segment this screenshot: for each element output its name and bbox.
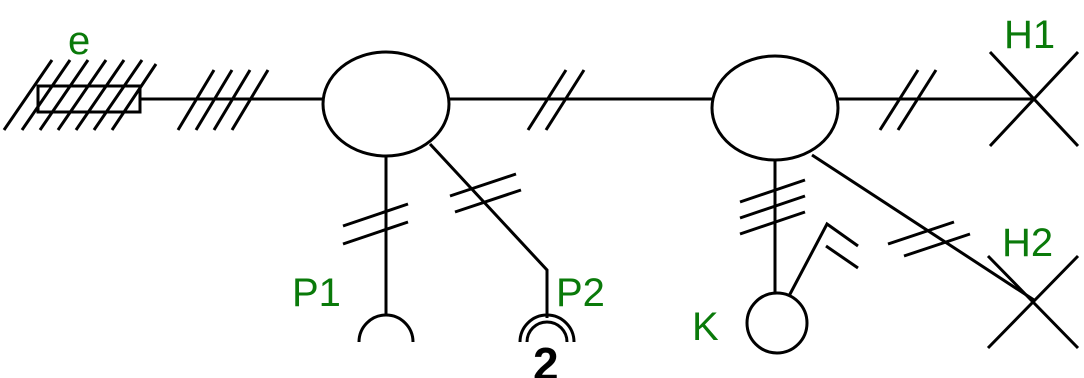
tick-mark — [739, 194, 806, 220]
source-hatch — [74, 59, 126, 131]
node-2 — [710, 54, 840, 162]
cross-stroke — [988, 50, 1080, 148]
cross-stroke — [986, 254, 1080, 350]
switch-arm — [787, 221, 859, 297]
h1-terminal-cross — [988, 50, 1080, 148]
line-node2-to-h2 — [811, 153, 1035, 302]
tick-mark — [887, 220, 955, 246]
tick-marks-4 — [176, 69, 270, 131]
label-p1: P1 — [292, 271, 341, 315]
tick-mark — [739, 178, 806, 204]
p1-half-circle — [357, 313, 415, 343]
tick-marks-2 — [887, 220, 971, 258]
tick-mark — [212, 69, 252, 131]
source-hatch — [110, 63, 158, 131]
label-h1: H1 — [1004, 13, 1055, 57]
line-node1-to-p2 — [428, 142, 549, 318]
tick-mark — [449, 172, 517, 198]
tick-mark — [342, 220, 409, 246]
tick-mark — [230, 69, 270, 131]
tick-mark — [903, 232, 971, 258]
tick-mark — [739, 210, 806, 236]
source-hatch — [2, 59, 54, 131]
tick-marks-2 — [878, 69, 938, 131]
tick-mark — [342, 202, 409, 228]
tick-marks-2 — [449, 172, 522, 214]
label-two: 2 — [533, 338, 559, 378]
tick-mark — [454, 188, 522, 214]
switch-arm-tick — [825, 244, 859, 270]
tick-marks-3 — [739, 178, 806, 236]
tick-marks-2 — [342, 202, 409, 246]
tick-mark — [526, 69, 568, 131]
tick-mark — [194, 69, 234, 131]
source-hatch — [92, 59, 144, 131]
label-p2: P2 — [556, 271, 605, 315]
tick-mark — [544, 69, 586, 131]
k-switch-arm — [787, 221, 859, 297]
p2-half-circle — [518, 313, 576, 343]
tick-mark — [878, 69, 920, 131]
source-hatch — [56, 59, 108, 131]
node-1 — [321, 50, 451, 158]
source-element — [2, 59, 158, 131]
k-circle — [745, 291, 809, 355]
source-hatch — [20, 59, 72, 131]
tick-mark — [896, 69, 938, 131]
tick-marks-2 — [526, 69, 586, 131]
label-e: e — [68, 19, 90, 63]
h2-terminal-cross — [986, 254, 1080, 350]
p2-inner-arc — [525, 320, 569, 343]
label-k: K — [692, 305, 719, 349]
label-h2: H2 — [1002, 221, 1053, 265]
tick-mark — [176, 69, 216, 131]
source-hatch — [38, 59, 90, 131]
